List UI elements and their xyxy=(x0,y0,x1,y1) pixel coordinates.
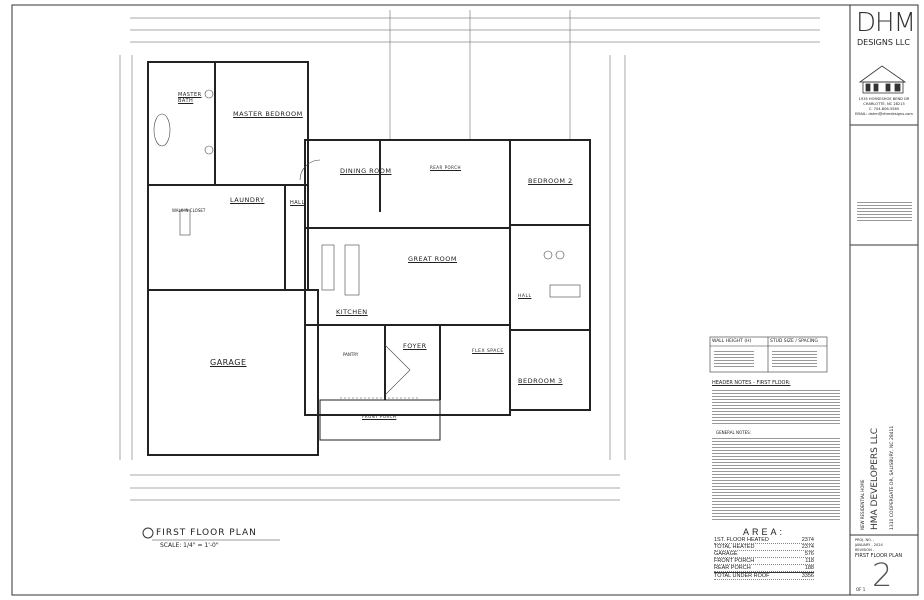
area-row: 1ST. FLOOR HEATED 2374 xyxy=(714,537,814,544)
area-row: REAR PORCH 188 xyxy=(714,565,814,572)
firm-contact: 1935 HORSESHOE BEND DR CHARLOTTE, NC 282… xyxy=(852,97,916,117)
wall-height-values xyxy=(714,349,754,367)
firm-logo: DHM xyxy=(856,8,916,38)
area-label: 1ST. FLOOR HEATED xyxy=(714,537,769,543)
header-notes-text xyxy=(712,388,840,426)
header-notes-title: HEADER NOTES - FIRST FLOOR: xyxy=(712,380,791,386)
room-garage: GARAGE xyxy=(210,358,247,367)
project-type: NEW RESIDENTIAL HOME xyxy=(860,479,865,530)
client-name: HMA DEVELOPERS LLC xyxy=(870,427,880,530)
area-value: 118 xyxy=(805,558,814,564)
proj-no: PROJ. NO. - xyxy=(855,538,875,542)
walls xyxy=(147,61,591,456)
area-row: FRONT PORCH 118 xyxy=(714,558,814,565)
area-value: 2374 xyxy=(801,537,814,543)
dimension-lines xyxy=(119,10,820,501)
wall-height-table xyxy=(709,336,828,373)
sheet-border xyxy=(11,4,919,596)
room-great-room: GREAT ROOM xyxy=(408,255,457,263)
room-laundry: LAUNDRY xyxy=(230,196,265,204)
area-label: TOTAL HEATED xyxy=(714,544,755,550)
phone: C. 704-806-5585 xyxy=(868,107,900,111)
area-label: FRONT PORCH xyxy=(714,558,755,564)
area-value: 188 xyxy=(804,565,814,571)
plan-title-marker xyxy=(142,527,154,539)
area-title: AREA: xyxy=(742,527,785,537)
area-label: GARAGE xyxy=(714,551,738,557)
area-row: TOTAL HEATED 2374 xyxy=(714,544,814,551)
email: EMAIL: dahm@dhmdesigns.com xyxy=(855,112,913,116)
room-front-porch: FRONT PORCH xyxy=(362,414,397,419)
room-hall-2: HALL xyxy=(518,294,532,299)
room-master-bath: MASTER BATH xyxy=(178,92,202,104)
room-bedroom-3: BEDROOM 3 xyxy=(518,377,563,385)
site-address: 1310 COOPERGATE DR, SALISBURY, NC 28411 xyxy=(890,425,895,530)
firm-name: DESIGNS LLC xyxy=(857,38,910,47)
room-pantry: PANTRY xyxy=(343,352,359,357)
area-row: GARAGE 576 xyxy=(714,551,814,558)
room-master-bedroom: MASTER BEDROOM xyxy=(233,110,303,118)
room-walk-in-closet: WALK-IN CLOSET xyxy=(172,208,206,213)
room-foyer: FOYER xyxy=(403,342,427,350)
room-rear-porch: REAR PORCH xyxy=(430,165,462,170)
room-hall: HALL xyxy=(290,200,305,206)
sheet-number: 2 xyxy=(872,556,893,594)
area-value: 3356 xyxy=(801,573,814,579)
address-line: 1935 HORSESHOE BEND DR xyxy=(858,97,910,101)
area-table: AREA: 1ST. FLOOR HEATED 2374 TOTAL HEATED… xyxy=(714,527,814,580)
room-dining: DINING ROOM xyxy=(340,167,392,175)
area-label: TOTAL UNDER ROOF xyxy=(714,573,770,579)
house-logo-icon xyxy=(858,65,907,94)
area-value: 576 xyxy=(804,551,814,557)
area-row: TOTAL UNDER ROOF 3356 xyxy=(714,572,814,580)
revision: REVISION - xyxy=(855,548,875,552)
address-line: CHARLOTTE, NC 28215 xyxy=(863,102,905,106)
stud-size-header: STUD SIZE / SPACING xyxy=(770,339,818,344)
area-label: REAR PORCH xyxy=(714,565,751,571)
sheet-title: FIRST FLOOR PLAN xyxy=(855,553,903,559)
general-notes-title: GENERAL NOTES: xyxy=(716,430,751,435)
room-flex-space: FLEX SPACE xyxy=(472,349,504,354)
copyright-notice xyxy=(857,200,912,222)
plan-scale: SCALE: 1/4" = 1'-0" xyxy=(160,542,219,549)
wall-height-header: WALL HEIGHT (H) xyxy=(712,339,752,344)
front-porch-outline xyxy=(319,399,441,441)
stud-size-values xyxy=(772,349,817,367)
room-kitchen: KITCHEN xyxy=(336,308,368,316)
general-notes-text xyxy=(712,436,840,522)
room-bedroom-2: BEDROOM 2 xyxy=(528,177,573,185)
plan-title: FIRST FLOOR PLAN xyxy=(156,528,257,538)
sheet-of: OF 1 xyxy=(856,587,866,592)
date: JANUARY - 2024 xyxy=(855,543,883,547)
fixtures xyxy=(153,89,581,399)
area-value: 2374 xyxy=(801,544,814,550)
